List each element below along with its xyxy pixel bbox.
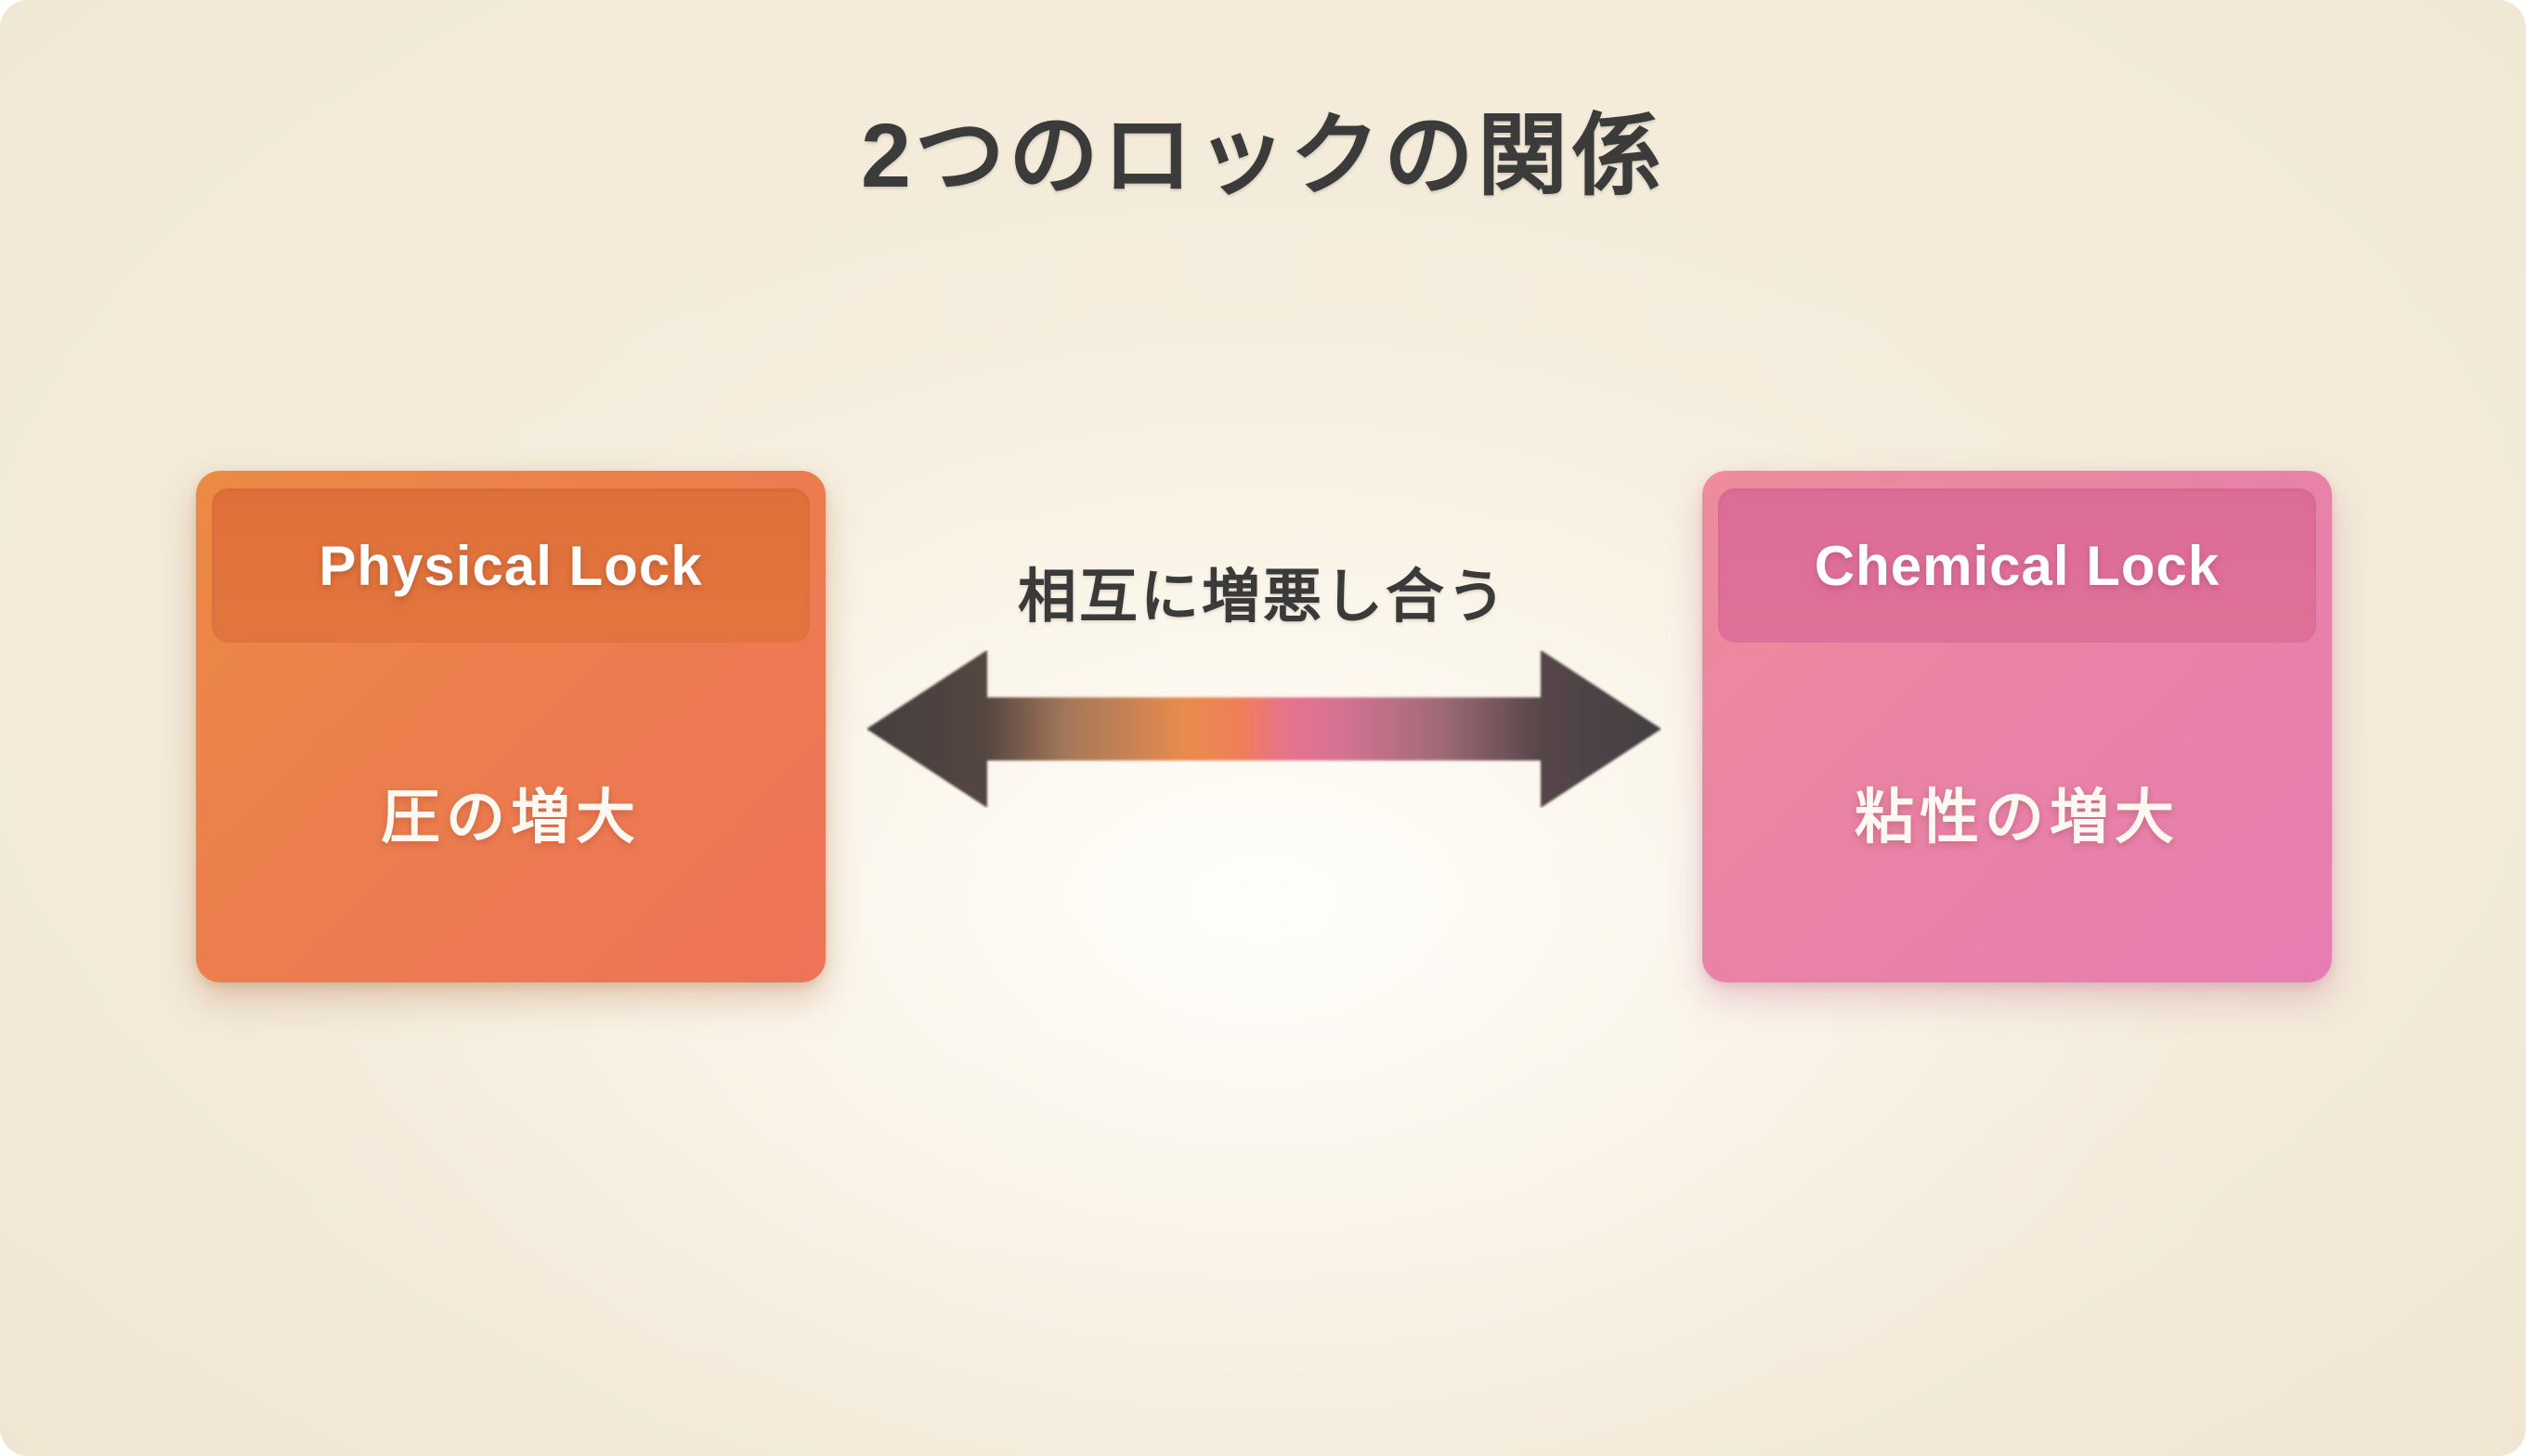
double-arrow-icon <box>866 650 1661 808</box>
physical-lock-body-text: 圧の増大 <box>381 784 641 851</box>
physical-lock-card-header: Physical Lock <box>212 488 810 643</box>
chemical-lock-card-header: Chemical Lock <box>1718 488 2316 643</box>
chemical-lock-body-text: 粘性の増大 <box>1855 784 2180 851</box>
chemical-lock-card-title: Chemical Lock <box>1814 534 2220 597</box>
physical-lock-card-body: 圧の増大 <box>196 643 826 982</box>
page-title: 2つのロックの関係 <box>861 105 1665 206</box>
chemical-lock-card-body: 粘性の増大 <box>1702 643 2332 982</box>
chemical-lock-card: Chemical Lock 粘性の増大 <box>1702 471 2332 982</box>
relation-label: 相互に増悪し合う <box>1018 565 1508 630</box>
physical-lock-card: Physical Lock 圧の増大 <box>196 471 826 982</box>
physical-lock-card-title: Physical Lock <box>319 534 703 597</box>
